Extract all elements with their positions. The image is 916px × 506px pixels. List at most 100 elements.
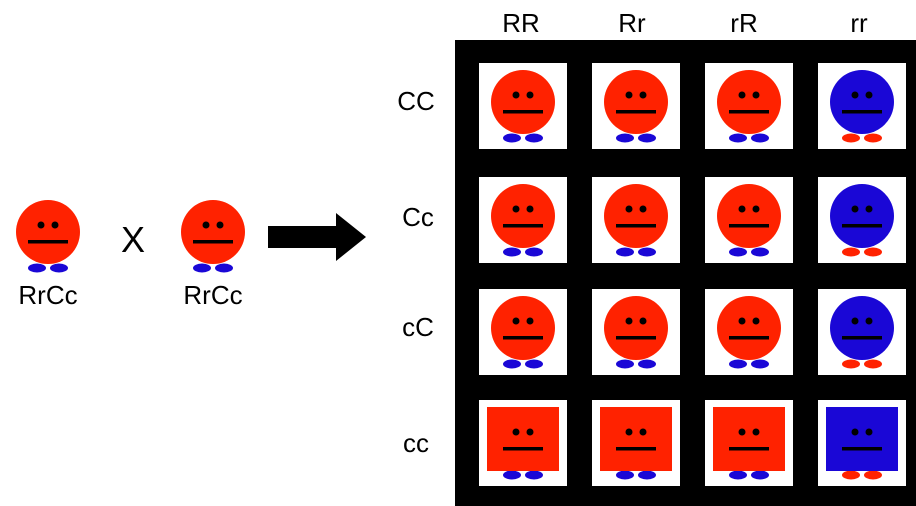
creature-foot <box>616 359 634 369</box>
cross-symbol: X <box>121 219 145 260</box>
creature-mouth <box>503 110 543 114</box>
parent-genotype-label: RrCc <box>183 280 242 310</box>
creature-foot <box>503 247 521 257</box>
creature-foot <box>729 359 747 369</box>
column-header: RR <box>502 8 540 38</box>
creature-mouth <box>842 224 882 228</box>
offspring-cells <box>479 63 906 486</box>
creature-eye <box>738 428 746 436</box>
creature-foot <box>751 470 769 480</box>
creature-eye <box>752 317 760 325</box>
creature-foot <box>864 133 882 143</box>
creature-foot <box>525 247 543 257</box>
creature-eye <box>752 205 760 213</box>
creature-eye <box>639 317 647 325</box>
creature-foot <box>729 247 747 257</box>
creature-foot <box>525 133 543 143</box>
creature-eye <box>526 428 534 436</box>
creature-foot <box>751 247 769 257</box>
creature-foot <box>638 247 656 257</box>
creature-eye <box>625 91 633 99</box>
creature-eye <box>202 221 210 229</box>
creature-body-square <box>487 407 559 471</box>
creature-eye <box>512 317 520 325</box>
creature-foot <box>864 470 882 480</box>
creature-eye <box>851 428 859 436</box>
creature-eye <box>37 221 45 229</box>
creature-eye <box>865 428 873 436</box>
creature-eye <box>625 205 633 213</box>
creature-eye <box>865 205 873 213</box>
creature-body-round <box>830 184 894 248</box>
creature-body-round <box>491 296 555 360</box>
creature-mouth <box>616 447 656 451</box>
creature-mouth <box>842 110 882 114</box>
creature-eye <box>625 428 633 436</box>
creature-body-round <box>604 184 668 248</box>
creature-body-round <box>717 70 781 134</box>
offspring-creature <box>717 70 781 143</box>
row-header: CC <box>397 86 435 116</box>
offspring-creature <box>830 184 894 257</box>
offspring-creature <box>604 184 668 257</box>
creature-body-round <box>830 70 894 134</box>
creature-foot <box>842 359 860 369</box>
creature-foot <box>503 470 521 480</box>
creature-foot <box>864 359 882 369</box>
creature-eye <box>639 205 647 213</box>
creature-foot <box>616 470 634 480</box>
creature-body-round <box>717 296 781 360</box>
creature-body-round <box>491 184 555 248</box>
offspring-creature <box>491 70 555 143</box>
creature-eye <box>738 91 746 99</box>
offspring-creature <box>491 184 555 257</box>
creature-body-square <box>826 407 898 471</box>
creature-foot <box>503 133 521 143</box>
creature-eye <box>625 317 633 325</box>
creature-eye <box>51 221 59 229</box>
creature-eye <box>851 91 859 99</box>
creature-foot <box>28 263 46 273</box>
creature-body-round <box>604 70 668 134</box>
creature-mouth <box>193 240 233 244</box>
creature-foot <box>616 247 634 257</box>
row-header: cc <box>403 428 429 458</box>
creature-foot <box>864 247 882 257</box>
creature-eye <box>512 428 520 436</box>
creature-foot <box>729 133 747 143</box>
creature-foot <box>638 359 656 369</box>
arrow-icon <box>268 213 366 261</box>
creature-eye <box>865 91 873 99</box>
offspring-creature <box>830 70 894 143</box>
row-header: Cc <box>402 202 434 232</box>
creature-mouth <box>503 336 543 340</box>
creature-eye <box>512 91 520 99</box>
offspring-creature <box>604 70 668 143</box>
creature-eye <box>639 428 647 436</box>
row-header: cC <box>402 312 434 342</box>
creature-foot <box>215 263 233 273</box>
creature-mouth <box>729 336 769 340</box>
creature-foot <box>842 247 860 257</box>
creature-eye <box>865 317 873 325</box>
offspring-creature <box>826 407 898 480</box>
creature-eye <box>526 205 534 213</box>
creature-foot <box>751 133 769 143</box>
creature-mouth <box>729 110 769 114</box>
creature-eye <box>738 317 746 325</box>
offspring-creature <box>604 296 668 369</box>
creature-foot <box>525 359 543 369</box>
creature-eye <box>512 205 520 213</box>
creature-body-square <box>600 407 672 471</box>
creature-body-square <box>713 407 785 471</box>
parent-creature <box>16 200 80 273</box>
creature-eye <box>639 91 647 99</box>
creature-body-round <box>181 200 245 264</box>
creature-mouth <box>616 110 656 114</box>
creature-foot <box>193 263 211 273</box>
creature-foot <box>842 133 860 143</box>
creature-eye <box>851 205 859 213</box>
creature-mouth <box>842 336 882 340</box>
column-header: Rr <box>618 8 646 38</box>
